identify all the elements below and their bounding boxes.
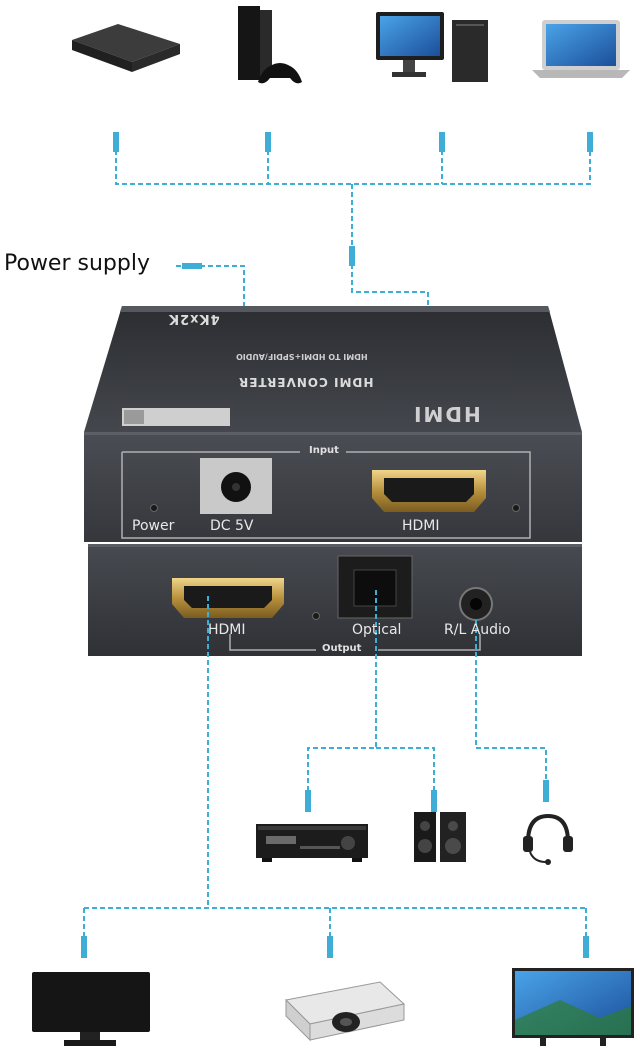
output-plugs [81, 780, 589, 958]
device-title: HDMI CONVERTER [238, 375, 374, 389]
tv-box-icon [72, 24, 180, 72]
input-label: Input [309, 445, 339, 456]
optical-label: Optical [352, 622, 402, 638]
device-logo: HDMI [412, 402, 481, 426]
av-receiver-icon [256, 824, 368, 862]
dc-5v-label: DC 5V [210, 518, 254, 534]
rl-audio-label: R/L Audio [444, 622, 511, 638]
power-label: Power [132, 518, 175, 534]
device-resolution: 4Kx2K [168, 311, 220, 326]
back-hdmi-label: HDMI [208, 622, 246, 638]
television-icon [512, 968, 634, 1046]
monitor-icon [32, 972, 150, 1046]
game-console-icon [238, 6, 302, 84]
power-supply-label: Power supply [4, 251, 150, 276]
output-label: Output [322, 643, 362, 654]
speakers-icon [414, 812, 466, 862]
desktop-computer-icon [376, 12, 488, 82]
laptop-icon [532, 20, 630, 78]
headset-icon [523, 813, 573, 865]
power-plug [182, 263, 202, 269]
device-subtitle: HDMI TO HDMI+SPDIF/AUDIO [236, 352, 368, 361]
front-hdmi-label: HDMI [402, 518, 440, 534]
source-plugs [113, 132, 593, 266]
converter-device [84, 306, 582, 656]
projector-icon [284, 981, 406, 1042]
